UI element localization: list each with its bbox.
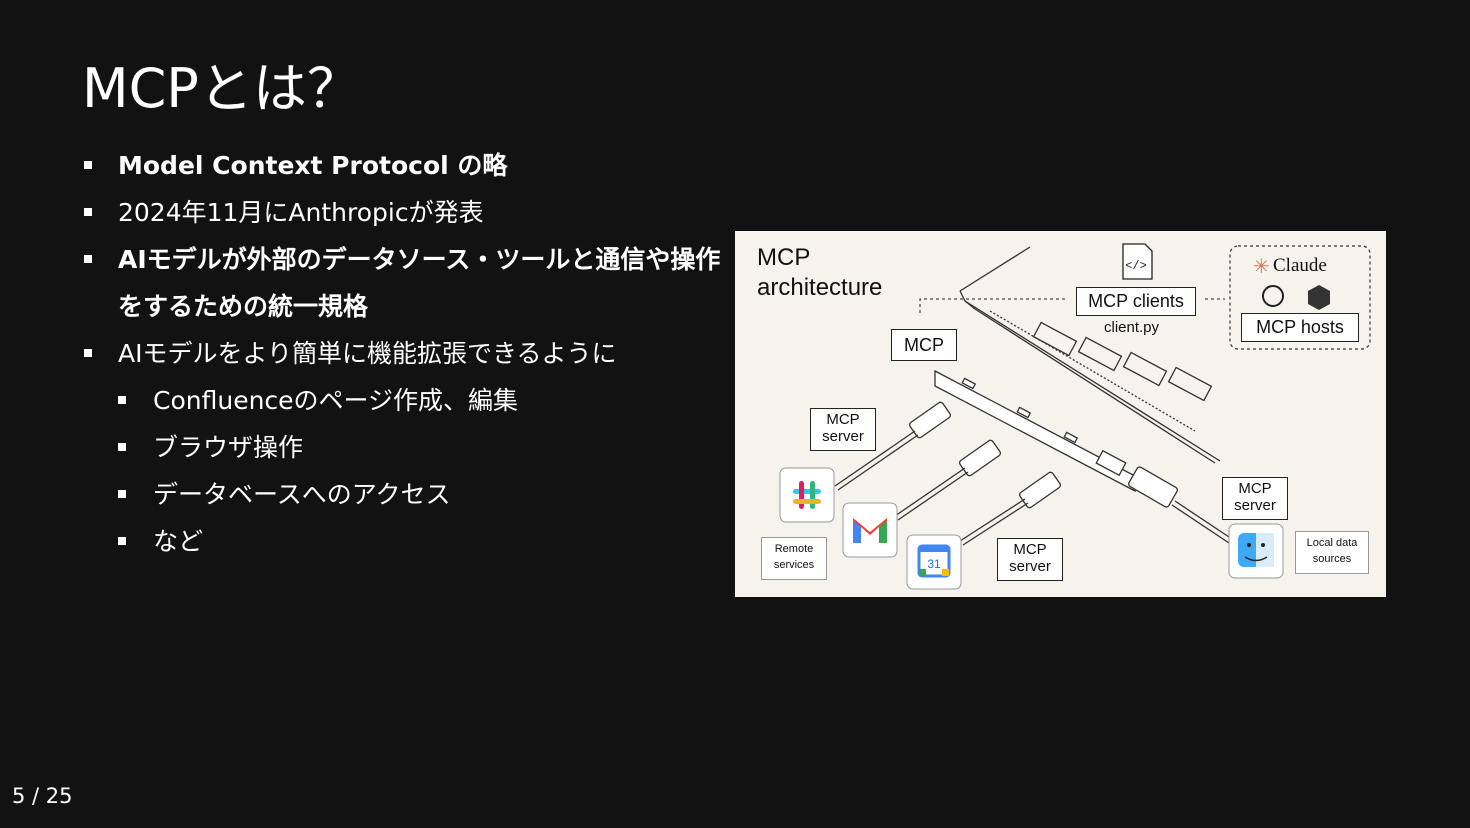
dashed-arrow-icon [919,298,1225,316]
bullet-text: 2024年11月にAnthropicが発表 [118,198,484,227]
bullet-text: AIモデルが外部のデータソース・ツールと通信や操作をするための統一規格 [118,245,721,321]
openai-icon [1262,285,1284,307]
page-counter: 5 / 25 [12,784,73,808]
usb-hub-icon [934,369,1136,493]
sub-bullet-item: など [118,518,724,565]
bullet-square-icon [84,208,92,216]
calendar-day-text: 31 [927,557,941,571]
gmail-icon [842,502,898,558]
bullet-item: AIモデルが外部のデータソース・ツールと通信や操作をするための統一規格 [84,236,724,330]
bullet-text: Model Context Protocol の略 [118,151,508,180]
local-data-sources-box: Local data sources [1295,531,1369,574]
bullet-square-icon [118,537,126,545]
figure-title-line1: MCP [757,244,811,271]
bullet-square-icon [84,349,92,357]
figure-title: MCP architecture [757,243,882,303]
bullet-square-icon [84,255,92,263]
sub-bullet-list: Confluenceのページ作成、編集 ブラウザ操作 データベースへのアクセス … [118,377,724,565]
finder-icon [1228,523,1284,579]
sub-bullet-text: データベースへのアクセス [153,480,451,509]
sub-bullet-item: ブラウザ操作 [118,424,724,471]
claude-label: Claude [1273,255,1327,276]
bullet-item: 2024年11月にAnthropicが発表 [84,189,724,236]
bullet-square-icon [84,161,92,169]
google-calendar-icon [906,534,962,590]
mcp-server-box: MCP server [810,408,876,451]
sub-bullet-item: データベースへのアクセス [118,471,724,518]
sub-bullet-text: ブラウザ操作 [153,433,304,462]
bullet-text: AIモデルをより簡単に機能拡張できるように [118,339,617,368]
hosts-dashed-box [1229,245,1371,350]
mcp-box: MCP [891,329,957,361]
laptop-icon [959,246,1221,464]
mcp-clients-box: MCP clients [1076,287,1196,316]
architecture-illustration: </> ✳ 31 [779,243,1371,590]
mcp-server-box: MCP server [997,538,1063,581]
sub-bullet-item: Confluenceのページ作成、編集 [118,377,724,424]
bullet-square-icon [118,396,126,404]
sub-bullet-text: など [153,527,204,556]
mcp-architecture-figure: </> ✳ 31 [735,231,1386,597]
bullet-list: Model Context Protocol の略 2024年11月にAnthr… [84,142,724,565]
slide-title: MCPとは？ [82,57,361,120]
bullet-square-icon [118,443,126,451]
mcp-server-box: MCP server [1222,477,1288,520]
mcp-hosts-box: MCP hosts [1241,313,1359,342]
claude-star-icon: ✳ [1253,254,1270,278]
slack-icon [779,467,835,523]
cable-icon [834,401,1236,546]
figure-title-line2: architecture [757,274,883,301]
cube-icon [1308,285,1330,310]
code-file-icon-glyph: </> [1125,259,1147,273]
remote-services-box: Remote services [761,537,827,580]
bullet-item: AIモデルをより簡単に機能拡張できるように Confluenceのページ作成、編… [84,330,724,565]
sub-bullet-text: Confluenceのページ作成、編集 [153,386,519,415]
bullet-item: Model Context Protocol の略 [84,142,724,189]
bullet-square-icon [118,490,126,498]
client-py-label: client.py [1104,319,1160,336]
code-file-icon [1122,243,1153,280]
